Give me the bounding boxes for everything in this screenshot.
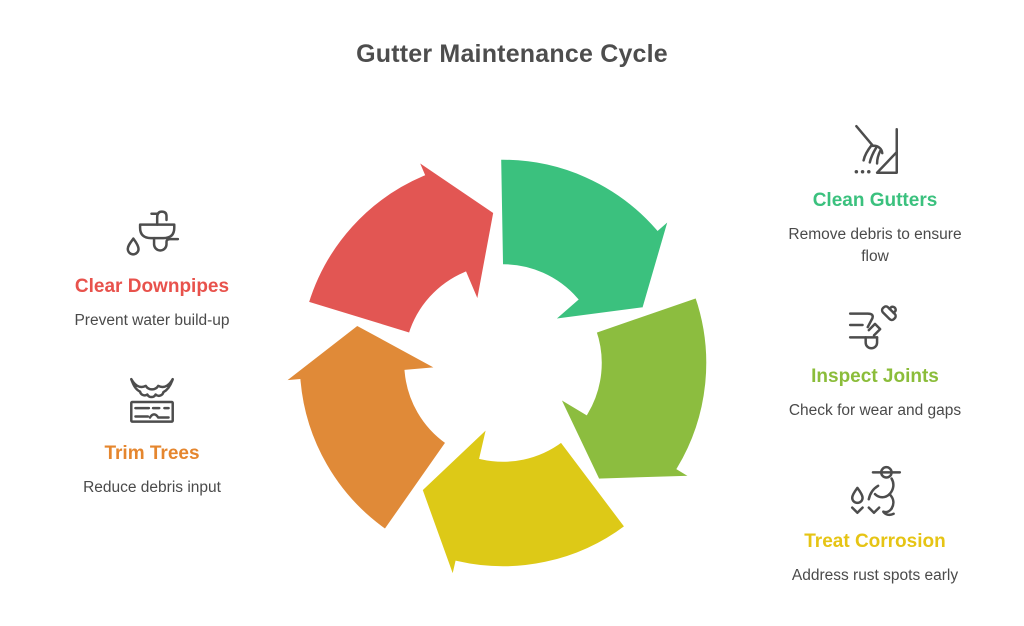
step-clean-gutters: Clean Gutters Remove debris to ensure fl… (777, 121, 973, 269)
step-title: Treat Corrosion (804, 531, 946, 552)
pipe-joint-mallet-icon (777, 297, 973, 355)
step-title: Inspect Joints (811, 366, 939, 387)
cycle-arrow-inspect-joints (553, 294, 710, 483)
step-title: Clear Downpipes (74, 276, 230, 297)
page-title: Gutter Maintenance Cycle (356, 40, 668, 68)
step-title: Trim Trees (104, 443, 200, 464)
cycle-arrow-clear-downpipes (304, 153, 498, 337)
person-treating-icon (777, 462, 973, 520)
sink-drain-icon (57, 207, 247, 265)
broom-and-dustpan-icon (777, 121, 973, 179)
step-description: Remove debris to ensure flow (788, 226, 962, 266)
step-trim-trees: Trim Trees Reduce debris input (57, 374, 247, 499)
cycle-arrow-trim-trees (276, 321, 450, 534)
step-treat-corrosion: Treat Corrosion Address rust spots early (777, 462, 973, 587)
step-description: Check for wear and gaps (788, 402, 962, 419)
cycle-arrow-clean-gutters (497, 156, 674, 324)
step-description: Address rust spots early (791, 567, 959, 584)
cycle-arrow-treat-corrosion (418, 420, 629, 586)
step-title: Clean Gutters (812, 190, 938, 211)
saw-blade-plank-icon (57, 374, 247, 432)
cycle-diagram (276, 153, 710, 586)
step-clear-downpipes: Clear Downpipes Prevent water build-up (57, 207, 247, 332)
step-inspect-joints: Inspect Joints Check for wear and gaps (777, 297, 973, 422)
step-description: Prevent water build-up (74, 312, 230, 329)
step-description: Reduce debris input (83, 479, 221, 496)
